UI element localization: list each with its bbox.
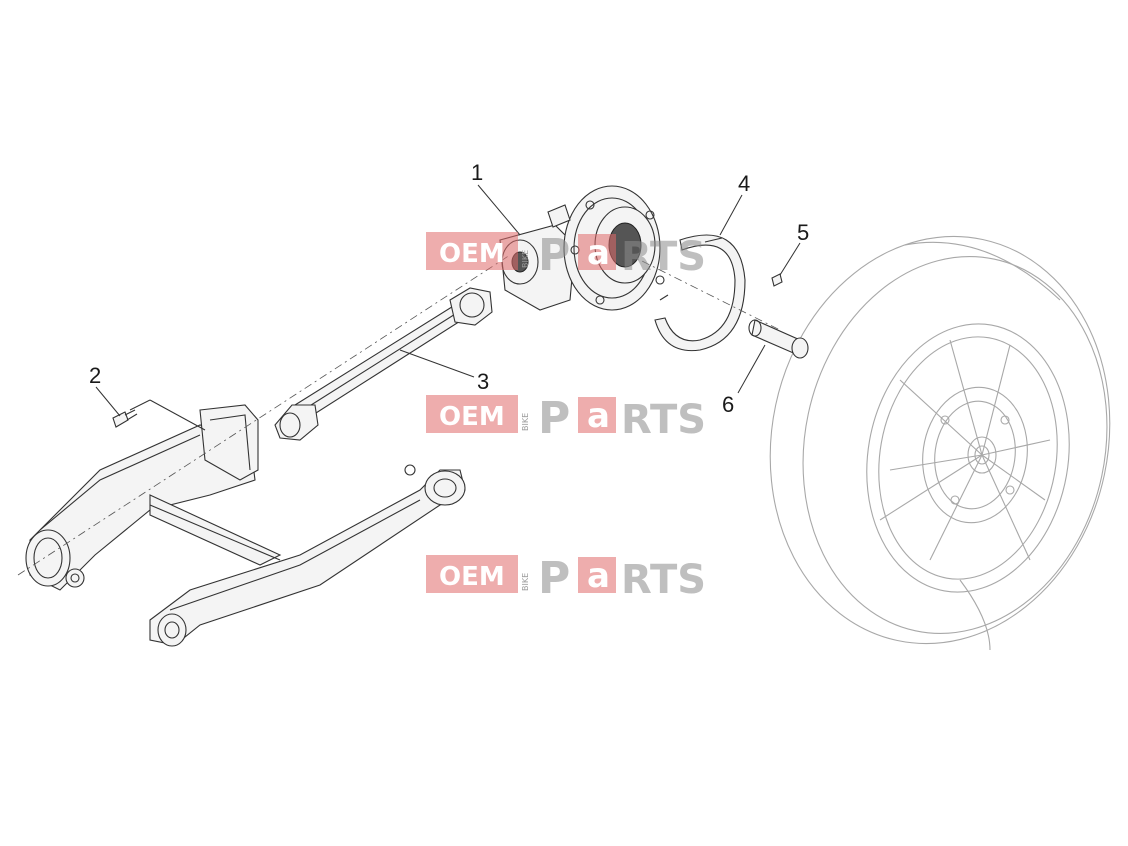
watermark-p-text: P bbox=[538, 230, 570, 281]
drive-shaft-part-3 bbox=[274, 287, 493, 441]
watermark-oem-text: OEM bbox=[439, 402, 505, 432]
callout-2: 2 bbox=[89, 363, 101, 388]
watermark-3: OEM BIKE P a RTS bbox=[426, 553, 706, 604]
watermark-bike-text: BIKE bbox=[521, 250, 530, 268]
callout-5: 5 bbox=[797, 220, 809, 245]
leader-lines bbox=[95, 184, 801, 431]
watermark-a-text: a bbox=[587, 556, 610, 596]
watermark-rts-text: RTS bbox=[621, 557, 706, 603]
callout-4: 4 bbox=[738, 171, 750, 196]
callout-1: 1 bbox=[471, 160, 483, 185]
cover-ring-part-4 bbox=[654, 234, 746, 352]
sleeve-part-6 bbox=[748, 319, 809, 359]
watermark-oem-text: OEM bbox=[439, 239, 505, 269]
center-lines bbox=[17, 244, 781, 576]
watermark-2: OEM BIKE P a RTS bbox=[426, 393, 706, 444]
watermark-rts-text: RTS bbox=[621, 234, 706, 280]
swingarm bbox=[25, 404, 466, 647]
watermark-bike-text: BIKE bbox=[521, 413, 530, 431]
bolt-part-2 bbox=[112, 409, 138, 428]
callout-6: 6 bbox=[722, 392, 734, 417]
watermark-oem-text: OEM bbox=[439, 562, 505, 592]
callout-3: 3 bbox=[477, 369, 489, 394]
watermark-a-text: a bbox=[587, 233, 610, 273]
watermark-p-text: P bbox=[538, 553, 570, 604]
rear-wheel bbox=[769, 235, 1111, 651]
watermark-p-text: P bbox=[538, 393, 570, 444]
watermark-a-text: a bbox=[587, 396, 610, 436]
watermark-1: OEM BIKE P a RTS bbox=[426, 230, 706, 281]
watermark-rts-text: RTS bbox=[621, 397, 706, 443]
watermark-bike-text: BIKE bbox=[521, 573, 530, 591]
bolt-part-5 bbox=[771, 273, 783, 287]
